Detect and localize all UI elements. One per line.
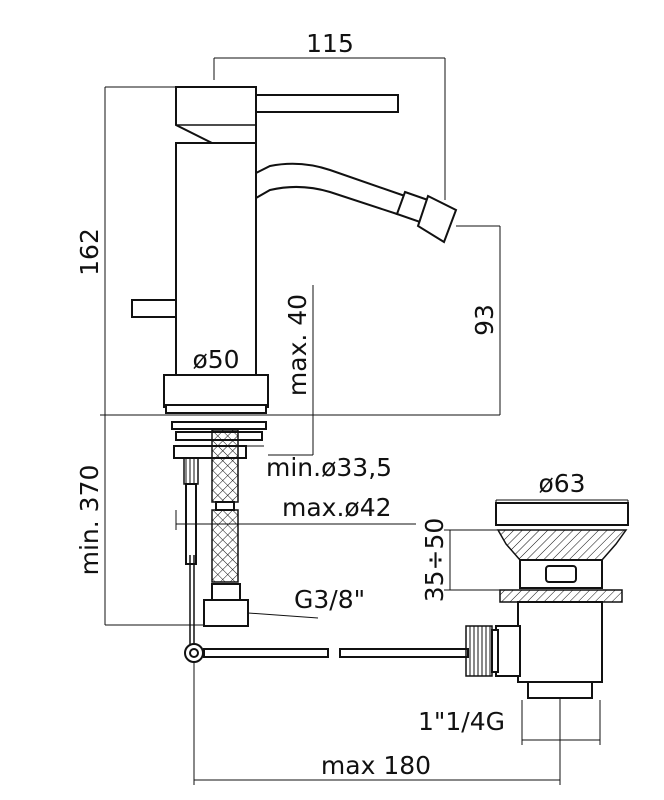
dim-total-height: 162 <box>75 228 104 276</box>
hose-nut <box>203 599 249 627</box>
spout-nozzle <box>416 194 458 244</box>
waste-body <box>517 601 603 683</box>
flexible-hose-upper <box>211 429 239 503</box>
rod-joint-inner <box>189 648 199 658</box>
mixer-body <box>131 86 458 414</box>
dimension-lines <box>104 57 629 785</box>
base-lower <box>165 404 267 414</box>
dim-hole-min: min.ø33,5 <box>266 453 392 482</box>
dim-waste-range: 35÷50 <box>420 518 449 603</box>
waste-tail-thread <box>527 681 593 699</box>
dim-waste-diameter: ø63 <box>538 469 585 498</box>
waste-flange <box>496 529 628 561</box>
waste-side-boss <box>495 625 521 677</box>
threaded-stud <box>183 457 199 485</box>
waste-rod-nut <box>491 629 499 673</box>
flexible-hose-lower <box>211 509 239 583</box>
waste-rod-connector <box>465 625 493 677</box>
base-ring <box>163 374 269 408</box>
dim-waste-thread: 1"1/4G <box>418 707 505 736</box>
dim-deck-thickness: max. 40 <box>283 294 312 396</box>
dimension-labels: 115 162 93 max. 40 ø50 min.ø33,5 max.ø42… <box>75 29 586 780</box>
linkage-rod-b <box>339 648 469 658</box>
waste-slot <box>545 565 577 583</box>
mixer-column <box>175 142 257 376</box>
waste-plug-cap <box>495 502 629 526</box>
fixing-washer <box>171 421 267 430</box>
hose-ferrule <box>215 501 235 511</box>
dim-hole-max: max.ø42 <box>282 493 392 522</box>
dim-base-diameter: ø50 <box>192 345 239 374</box>
dim-hose-length: min. 370 <box>75 465 104 576</box>
waste-locknut <box>499 589 623 603</box>
linkage-rod-a <box>203 648 329 658</box>
dim-spout-reach: 115 <box>306 29 354 58</box>
dim-spout-height: 93 <box>470 304 499 336</box>
g38-leader <box>247 612 319 619</box>
hose-nut-neck <box>211 583 241 601</box>
handle-cap <box>175 86 257 144</box>
dim-hose-connection: G3/8" <box>294 585 365 614</box>
handle-lever <box>253 94 399 113</box>
spout <box>255 162 407 216</box>
dim-rod-length: max 180 <box>321 751 431 780</box>
popup-knob <box>131 299 177 318</box>
popup-waste <box>465 502 629 699</box>
